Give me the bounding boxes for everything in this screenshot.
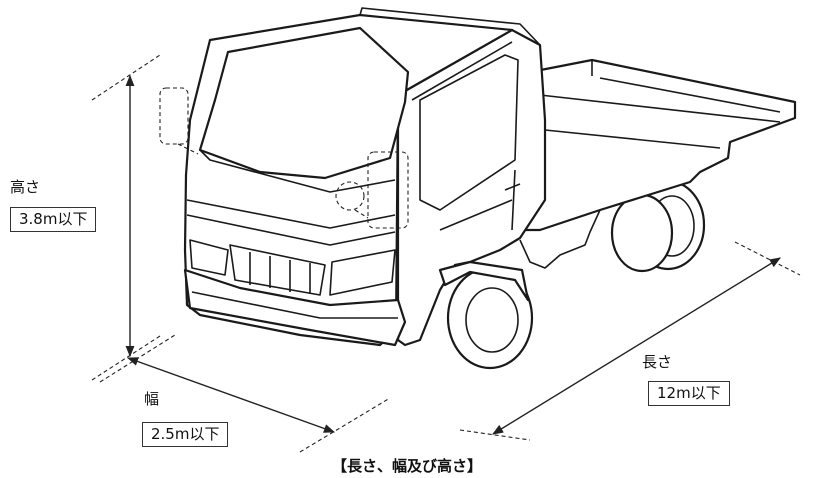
width-label: 幅 <box>144 390 160 408</box>
length-label: 長さ <box>642 353 673 371</box>
width-dimension-line <box>99 334 391 453</box>
figure-caption: 【長さ、幅及び高さ】 <box>331 457 482 475</box>
truck-illustration <box>159 7 797 370</box>
height-label: 高さ <box>10 178 41 196</box>
length-value-box: 12m以下 <box>648 381 730 406</box>
width-value-box: 2.5m以下 <box>142 422 229 447</box>
height-dimension-line <box>91 54 161 381</box>
length-dimension-line <box>459 241 801 441</box>
height-value-box: 3.8m以下 <box>10 207 97 232</box>
